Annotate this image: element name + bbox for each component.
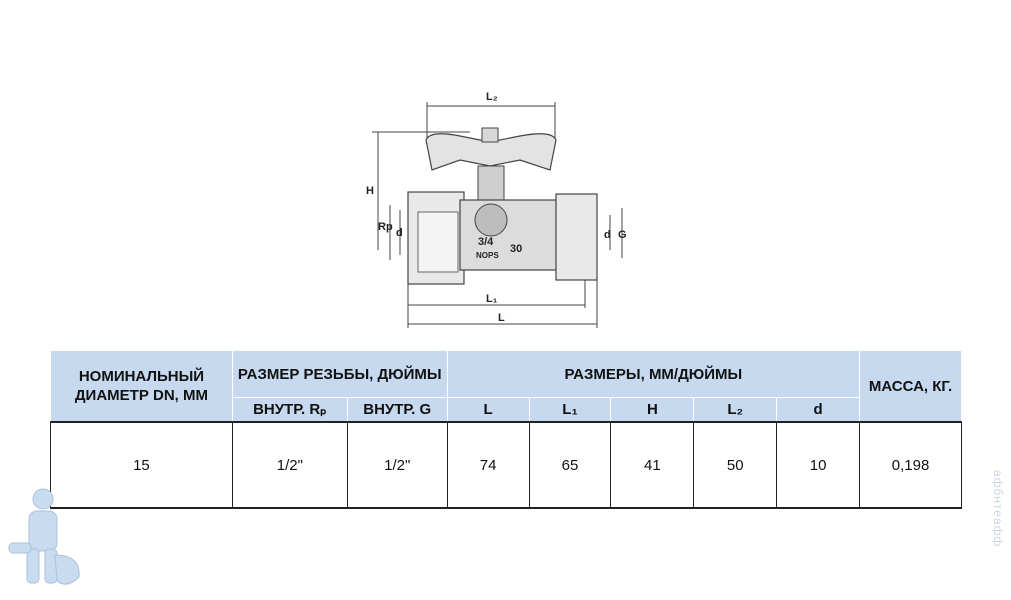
header-sub-g: ВНУТР. G	[346, 397, 448, 423]
valve-drawing: 3/4 30 NOPS L₂ H Rp d d G L₁ L	[366, 91, 627, 328]
cell-dn: 15	[50, 421, 233, 509]
body-brand-mark: NOPS	[476, 251, 499, 260]
dim-d-right-label: d	[604, 229, 611, 241]
header-sub-l: L	[446, 397, 530, 423]
body-pn-mark: 30	[510, 243, 522, 255]
header-sub-l2: L₂	[693, 397, 778, 423]
header-sub-d: d	[776, 397, 861, 423]
cell-rp: 1/2"	[231, 421, 348, 509]
plumber-mascot-logo	[8, 488, 80, 585]
cell-mass: 0,198	[859, 421, 962, 509]
cell-g: 1/2"	[346, 421, 448, 509]
dim-rp-label: Rp	[378, 221, 393, 233]
dim-d-left-label: d	[396, 227, 403, 239]
header-dn: НОМИНАЛЬНЫЙ ДИАМЕТР DN, ММ	[50, 350, 233, 423]
dim-l2-label: L₂	[486, 91, 498, 103]
header-thread: РАЗМЕР РЕЗЬБЫ, ДЮЙМЫ	[231, 350, 448, 398]
cell-l1: 65	[528, 421, 612, 509]
cell-l: 74	[446, 421, 530, 509]
dim-l1-label: L₁	[486, 293, 498, 305]
cell-h: 41	[610, 421, 695, 509]
cell-l2: 50	[693, 421, 778, 509]
header-mass: МАССА, КГ.	[859, 350, 962, 423]
header-sub-h: H	[610, 397, 695, 423]
dim-g-label: G	[618, 229, 627, 241]
handle-shape	[425, 133, 557, 171]
dim-h-label: H	[366, 185, 374, 197]
cell-d: 10	[776, 421, 861, 509]
header-dims: РАЗМЕРЫ, ММ/ДЮЙМЫ	[446, 350, 861, 398]
header-sub-rp: ВНУТР. Rₚ	[231, 397, 348, 423]
table-row: 15 1/2" 1/2" 74 65 41 50 10 0,198	[50, 421, 962, 509]
dim-l-label: L	[498, 312, 505, 324]
site-watermark: aфбнтеафф	[991, 470, 1005, 548]
header-sub-l1: L₁	[528, 397, 612, 423]
body-size-mark: 3/4	[478, 236, 494, 248]
spec-table: НОМИНАЛЬНЫЙ ДИАМЕТР DN, ММ РАЗМЕР РЕЗЬБЫ…	[50, 350, 962, 509]
